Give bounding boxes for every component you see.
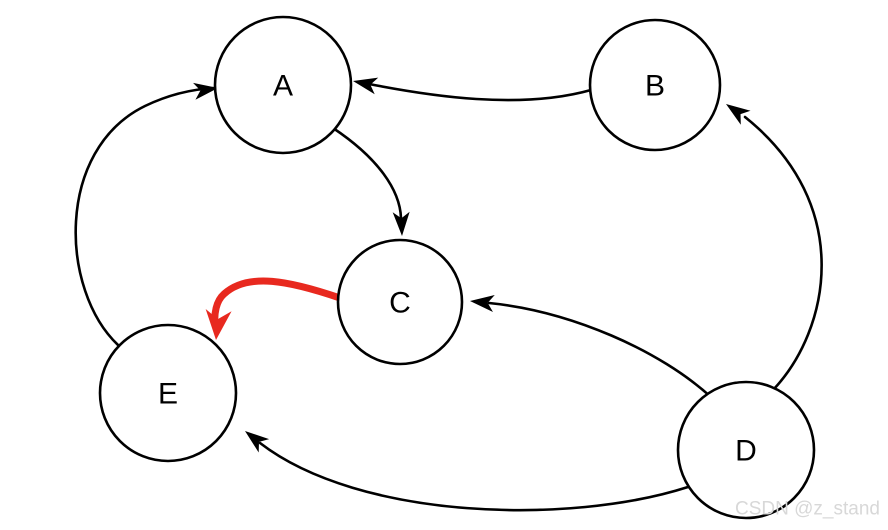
node-label: B — [645, 70, 665, 103]
edge-d-to-b[interactable] — [721, 97, 823, 392]
node-circle — [336, 238, 464, 366]
arrow-head-icon — [470, 295, 495, 312]
node-circle — [213, 15, 353, 155]
node-circle — [588, 18, 722, 152]
edge-line — [743, 115, 823, 392]
node-circle — [676, 380, 816, 520]
arrow-head-icon — [392, 211, 410, 236]
edge-line — [331, 126, 403, 220]
edge-c-to-e[interactable] — [203, 277, 344, 341]
node-label: A — [273, 70, 293, 103]
node-label: E — [158, 378, 178, 411]
edge-a-to-c[interactable] — [331, 126, 410, 236]
node-c[interactable]: C — [336, 238, 464, 366]
arrow-head-icon — [193, 82, 218, 100]
edge-d-to-c[interactable] — [469, 293, 714, 400]
nodes-layer: A B C D E — [98, 15, 816, 520]
arrow-head-icon — [245, 431, 270, 453]
watermark-label: CSDN @z_stand — [735, 499, 880, 520]
edge-b-to-a[interactable] — [351, 73, 593, 102]
node-d[interactable]: D — [676, 380, 816, 520]
node-a[interactable]: A — [213, 15, 353, 155]
edge-line — [211, 277, 344, 329]
arrow-head-icon — [726, 104, 751, 125]
edge-line — [487, 301, 714, 400]
edge-d-to-e[interactable] — [240, 424, 690, 512]
edge-line — [74, 86, 216, 347]
node-circle — [98, 323, 238, 463]
node-label: D — [735, 435, 757, 468]
edge-e-to-a[interactable] — [74, 80, 219, 347]
node-e[interactable]: E — [98, 323, 238, 463]
edge-line — [258, 441, 690, 512]
edge-line — [367, 82, 593, 102]
arrow-head-icon — [353, 77, 379, 95]
node-label: C — [389, 287, 411, 320]
arrow-head-icon — [205, 308, 232, 340]
edges-layer — [74, 73, 823, 512]
node-b[interactable]: B — [588, 18, 722, 152]
